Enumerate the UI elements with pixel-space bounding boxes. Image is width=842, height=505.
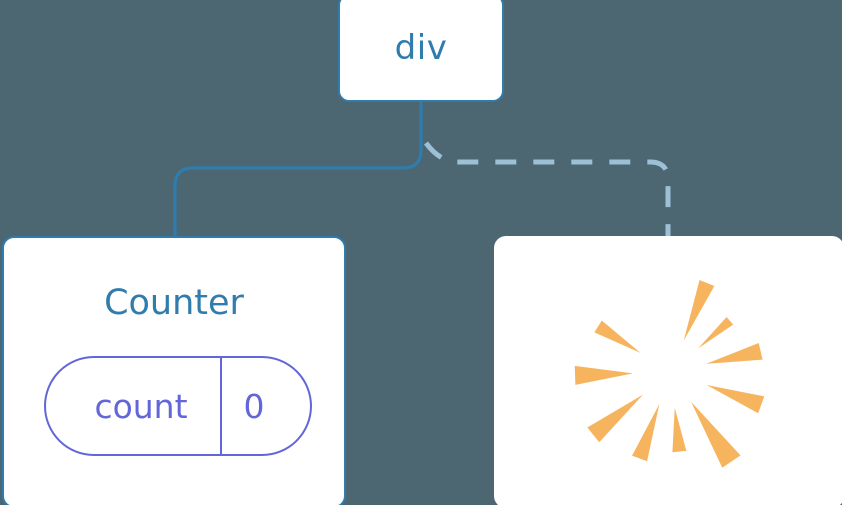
node-counter-title: Counter [104,283,244,323]
edge-root-to-counter [173,99,423,240]
node-burst[interactable] [494,236,842,505]
burst-ray-0 [683,279,715,341]
prop-pill-key: count [94,386,188,426]
prop-pill-divider [220,358,222,454]
node-div[interactable]: div [338,0,504,102]
burst-ray-6 [632,403,660,462]
edge-root-to-burst [423,141,671,238]
burst-ray-9 [594,320,641,353]
burst-ray-4 [691,401,741,468]
burst-ray-7 [587,394,644,443]
burst-ray-2 [706,343,763,364]
prop-pill-value: 0 [243,386,265,426]
burst-ray-8 [574,365,634,385]
burst-ray-3 [706,385,765,414]
sparkle-burst-icon [574,279,765,468]
burst-ray-5 [672,407,687,453]
node-div-label: div [394,28,448,68]
node-counter[interactable]: Counter count 0 [2,236,346,505]
burst-ray-1 [698,317,734,349]
prop-pill[interactable]: count 0 [44,356,312,456]
